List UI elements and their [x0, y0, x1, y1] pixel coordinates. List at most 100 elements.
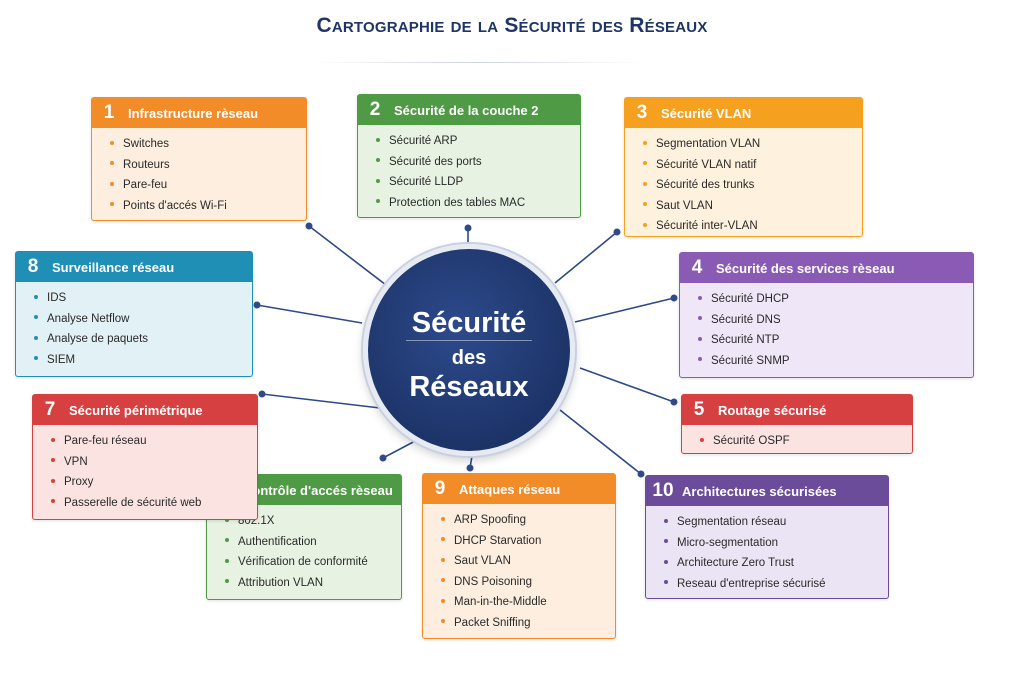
page-title: Cartographie de la Sécurité des Réseaux — [316, 14, 708, 37]
bullet-icon — [110, 181, 114, 186]
bullet-icon — [51, 478, 55, 483]
list-item: Micro-segmentation — [664, 533, 888, 554]
card-title: Attaques réseau — [459, 481, 561, 497]
bullet-icon — [664, 559, 668, 564]
card-title: Sécurité VLAN — [661, 105, 752, 121]
list-item-text: DNS Poisoning — [454, 575, 532, 588]
bullet-icon — [643, 222, 647, 227]
list-item: Sécurité OSPF — [700, 431, 912, 452]
list-item: Analyse de paquets — [34, 329, 252, 350]
list-item-text: VPN — [64, 455, 88, 468]
list-item: VPN — [51, 452, 257, 473]
list-item: Points d'accés Wi-Fi — [110, 196, 306, 217]
list-item-text: Proxy — [64, 476, 94, 488]
list-item-text: Packet Sniffing — [454, 616, 531, 629]
connector-dot-3 — [613, 228, 621, 236]
bullet-icon — [643, 181, 647, 186]
bullet-icon — [34, 356, 38, 361]
list-item-text: ARP Spoofing — [454, 514, 527, 526]
connector-line-3 — [554, 231, 618, 284]
bullet-icon — [110, 161, 114, 166]
card-item-list: Sécurité OSPF — [682, 425, 912, 452]
list-item-text: Vérification de conformité — [238, 556, 368, 568]
card-title: Architectures sécurisées — [682, 483, 837, 499]
card-number: 2 — [369, 99, 381, 120]
list-item: Segmentation VLAN — [643, 134, 862, 155]
list-item: Sécurité NTP — [698, 330, 973, 351]
list-item: IDS — [34, 288, 252, 309]
list-item: Proxy — [51, 472, 257, 493]
connector-line-5 — [579, 367, 675, 403]
card-number: 7 — [44, 399, 56, 420]
list-item: Reseau d'entreprise sécurisé — [664, 574, 888, 595]
card-number: 1 — [103, 102, 115, 123]
bullet-icon — [441, 537, 445, 542]
connector-dot-8 — [253, 301, 261, 309]
list-item-text: Pare-feu réseau — [64, 435, 147, 447]
list-item-text: Sécurité VLAN natif — [656, 158, 757, 171]
list-item: Packet Sniffing — [441, 613, 615, 634]
bullet-icon — [51, 437, 55, 442]
title-divider — [312, 62, 642, 63]
connector-dot-10 — [637, 470, 645, 478]
bullet-icon — [664, 539, 668, 544]
list-item: Man-in-the-Middle — [441, 592, 615, 613]
bullet-icon — [51, 458, 55, 463]
card-title: Sécurité de la couche 2 — [394, 102, 539, 118]
hub-line-1: Sécurité — [411, 307, 527, 339]
card-title: Surveillance réseau — [52, 259, 175, 275]
list-item-text: Saut VLAN — [454, 555, 511, 567]
bullet-icon — [441, 516, 445, 521]
list-item: Protection des tables MAC — [376, 193, 580, 214]
list-item: Sécurité VLAN natif — [643, 155, 862, 176]
list-item: Segmentation réseau — [664, 512, 888, 533]
list-item: Saut VLAN — [643, 196, 862, 217]
bullet-icon — [700, 437, 704, 442]
list-item-text: Points d'accés Wi-Fi — [123, 199, 227, 212]
bullet-icon — [51, 499, 55, 504]
list-item-text: Man-in-the-Middle — [454, 596, 547, 608]
bullet-icon — [643, 202, 647, 207]
list-item: DNS Poisoning — [441, 572, 615, 593]
list-item: Passerelle de sécurité web — [51, 493, 257, 514]
list-item-text: Sécurité des trunks — [656, 179, 755, 191]
bullet-icon — [698, 357, 702, 362]
list-item-text: Segmentation VLAN — [656, 138, 761, 150]
list-item-text: Protection des tables MAC — [389, 196, 526, 209]
bullet-icon — [664, 580, 668, 585]
list-item-text: DHCP Starvation — [454, 534, 542, 547]
list-item: Architecture Zero Trust — [664, 553, 888, 574]
card-number: 8 — [27, 256, 39, 277]
list-item: Sécurité LLDP — [376, 172, 580, 193]
connector-dot-6 — [379, 454, 387, 462]
bullet-icon — [225, 538, 229, 543]
list-item-text: Passerelle de sécurité web — [64, 496, 202, 509]
bullet-icon — [664, 518, 668, 523]
list-item-text: Segmentation réseau — [677, 516, 787, 528]
connector-line-8 — [256, 304, 363, 324]
bullet-icon — [376, 158, 380, 163]
bullet-icon — [441, 598, 445, 603]
bullet-icon — [643, 161, 647, 166]
list-item: Sécurité des ports — [376, 152, 580, 173]
list-item: DHCP Starvation — [441, 531, 615, 552]
bullet-icon — [643, 140, 647, 145]
bullet-icon — [698, 316, 702, 321]
list-item: Analyse Netflow — [34, 309, 252, 330]
card-header: 2 Sécurité de la couche 2 — [358, 95, 580, 125]
bullet-icon — [376, 137, 380, 142]
bullet-icon — [698, 336, 702, 341]
list-item: Sécurité DNS — [698, 310, 973, 331]
